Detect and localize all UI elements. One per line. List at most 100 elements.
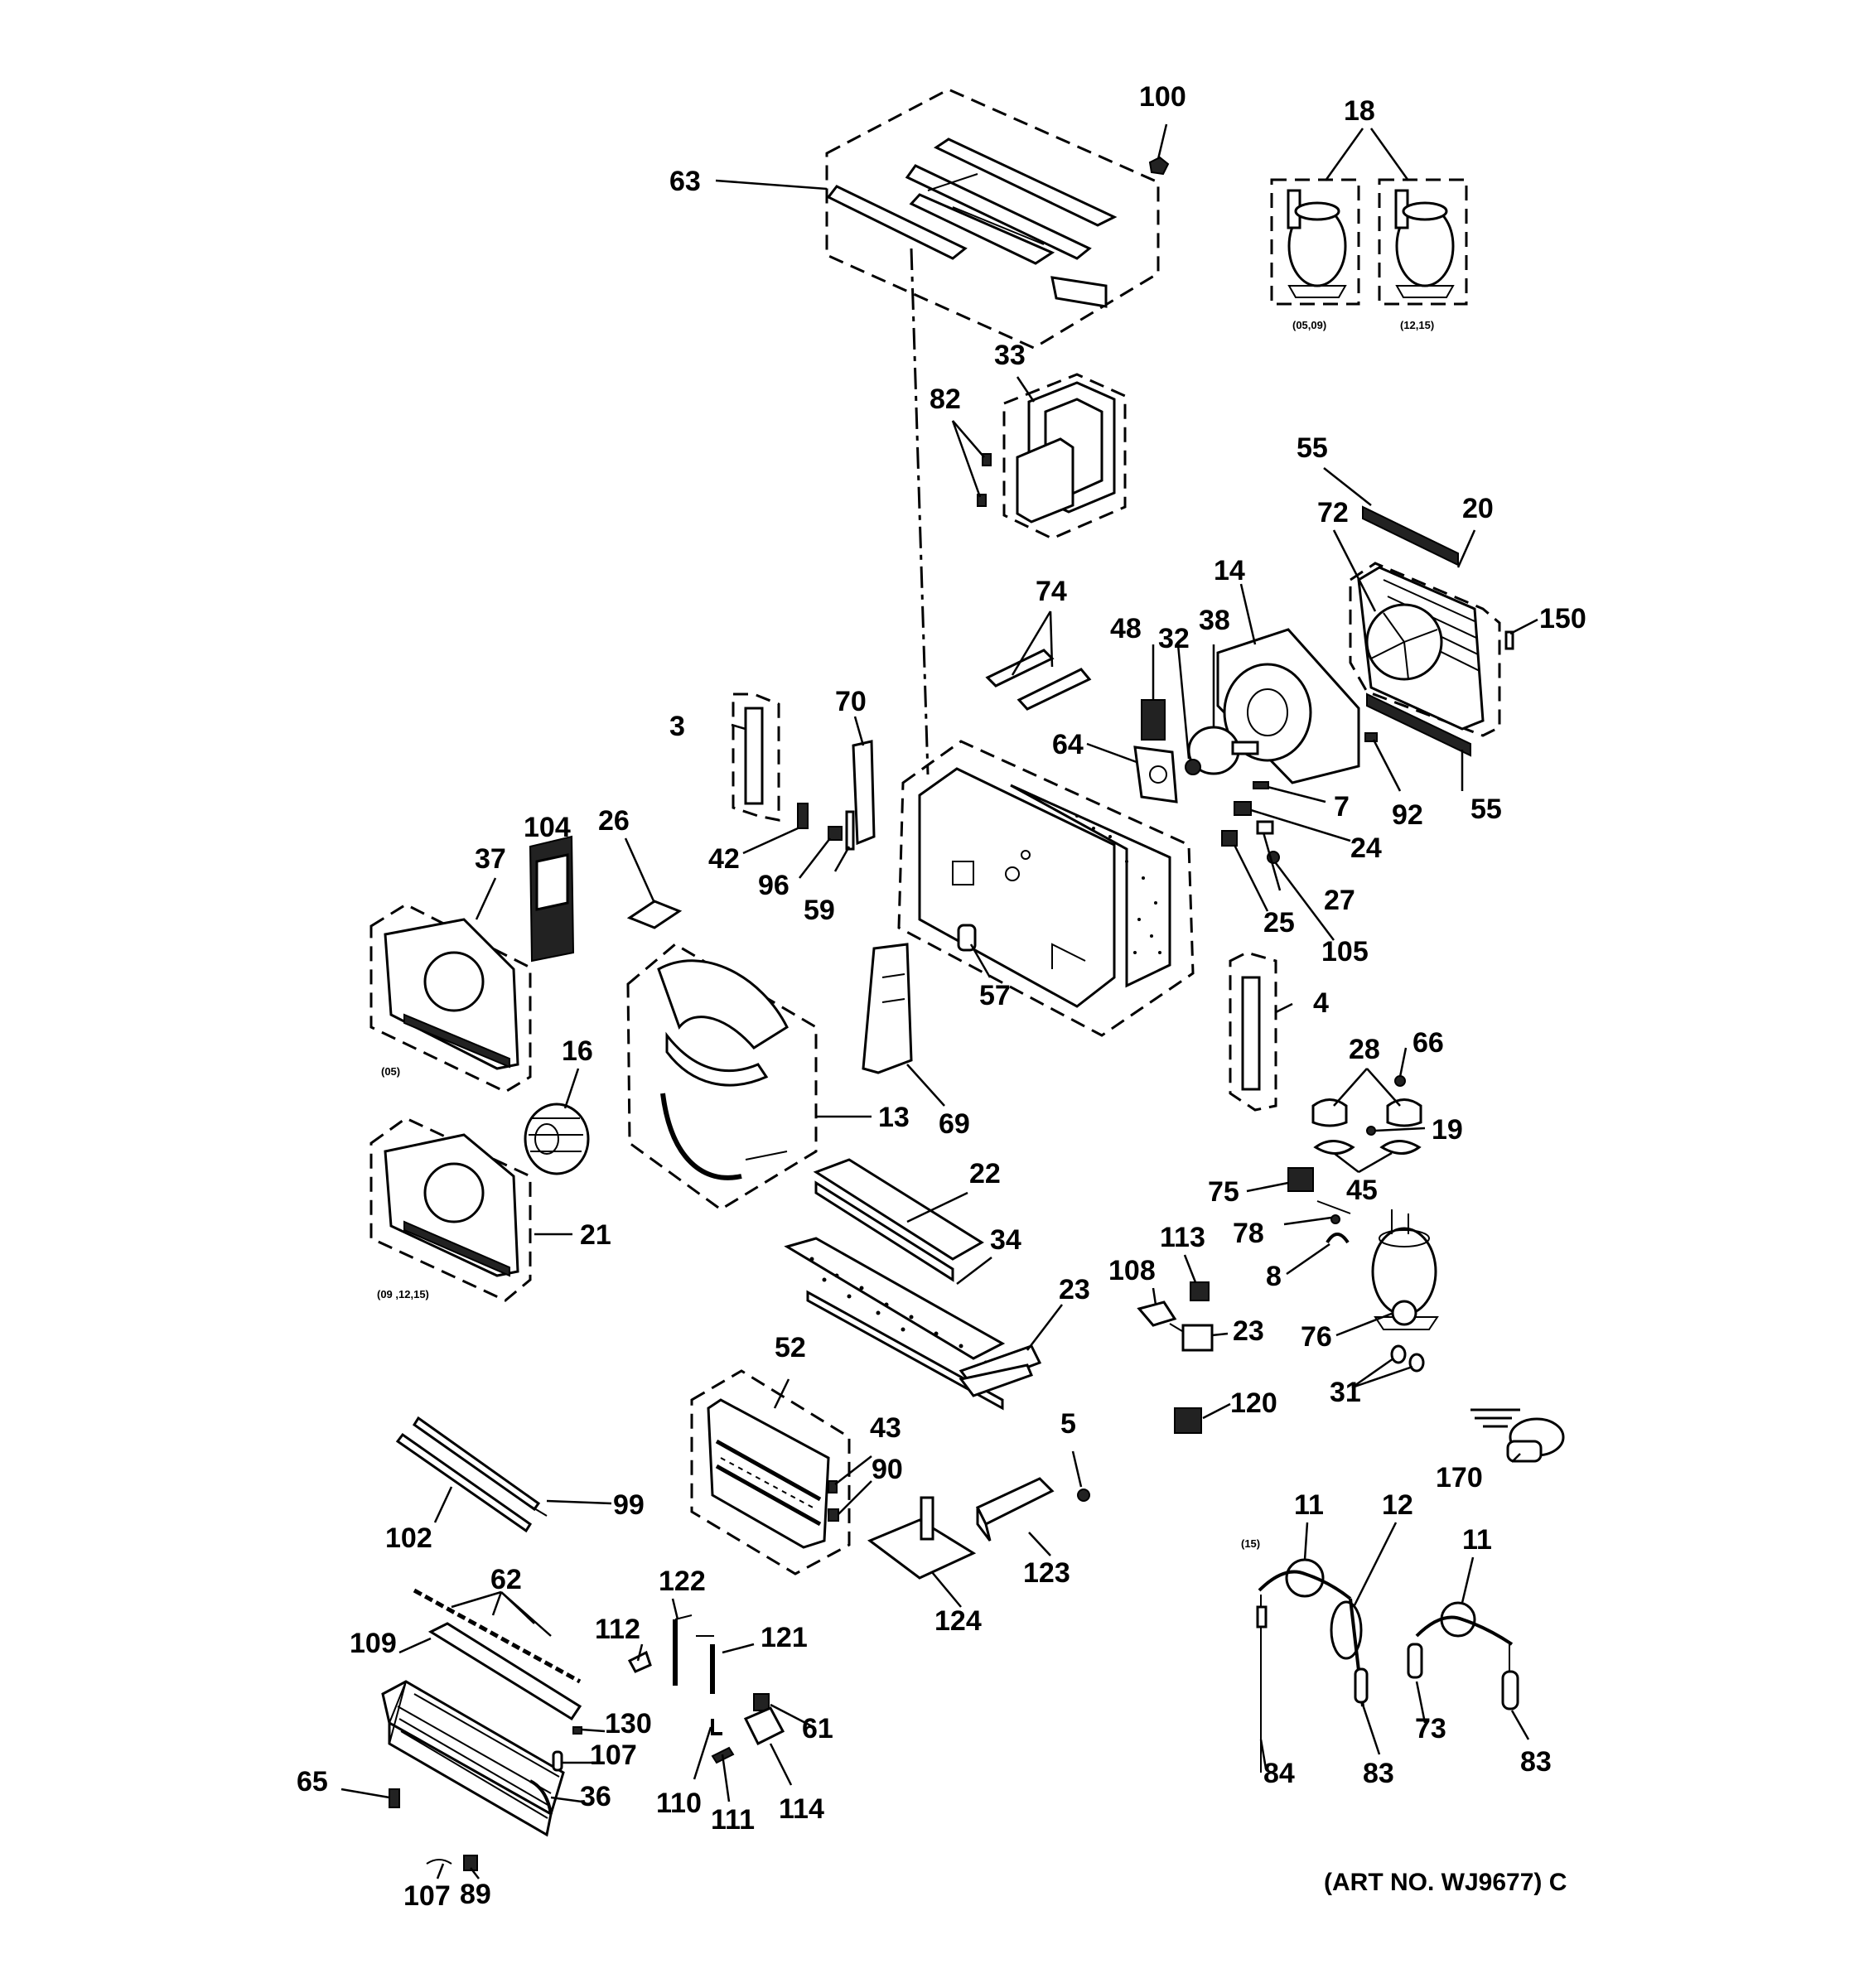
scroll-part-21 [369,1117,532,1302]
label-74: 74 [1036,576,1067,607]
label-31: 31 [1330,1377,1361,1408]
label-82: 82 [930,384,961,415]
label-84: 84 [1263,1758,1295,1789]
note-compressor-left: (05,09) [1292,319,1326,331]
label-38: 38 [1199,605,1230,636]
label-20: 20 [1462,493,1494,524]
label-3: 3 [669,711,685,742]
label-107: 107 [590,1740,637,1771]
label-72: 72 [1317,497,1349,528]
label-37: 37 [475,843,506,875]
label-108: 108 [1108,1255,1156,1286]
label-66: 66 [1412,1027,1444,1059]
label-43: 43 [870,1412,901,1444]
label-23: 23 [1233,1315,1264,1347]
label-26: 26 [598,805,630,837]
label-69: 69 [939,1108,970,1140]
label-78: 78 [1233,1218,1264,1249]
label-4: 4 [1313,987,1329,1019]
label-76: 76 [1301,1321,1332,1353]
label-92: 92 [1392,799,1423,831]
label-150: 150 [1539,603,1586,635]
label-110: 110 [656,1788,702,1819]
label-61: 61 [802,1713,833,1744]
blower-wheel-part-16 [524,1103,590,1175]
label-5: 5 [1060,1408,1076,1440]
base-pan-assembly [897,740,1195,1037]
label-14: 14 [1214,555,1245,586]
label-112: 112 [595,1614,640,1645]
bracket-part-69 [862,943,913,1074]
electrical-parts-108-113-23 [1137,1281,1214,1434]
label-70: 70 [835,686,867,717]
label-24: 24 [1350,832,1382,864]
plate-part-26 [626,900,683,929]
label-170: 170 [1436,1462,1483,1493]
label-59: 59 [804,895,835,926]
label-111: 111 [711,1804,755,1836]
label-107: 107 [403,1880,451,1912]
label-12: 12 [1382,1489,1413,1521]
strips-99-102 [395,1416,548,1533]
label-28: 28 [1349,1034,1380,1065]
screw-part-100 [1148,156,1170,176]
condenser-assembly [1185,505,1514,784]
label-22: 22 [969,1158,1001,1189]
label-130: 130 [605,1708,652,1740]
label-57: 57 [979,980,1011,1011]
label-123: 123 [1023,1557,1070,1589]
grommets-part-31 [1390,1344,1425,1373]
scroll-part-37 [369,903,532,1093]
rails-part-74 [985,649,1092,711]
label-64: 64 [1052,729,1084,760]
label-36: 36 [580,1781,611,1812]
label-16: 16 [562,1035,593,1067]
label-18: 18 [1344,95,1375,127]
label-55: 55 [1470,794,1502,825]
label-83: 83 [1363,1758,1394,1789]
label-33: 33 [994,340,1026,371]
label-42: 42 [708,843,740,875]
label-19: 19 [1432,1114,1463,1146]
rails-62-109 [413,1588,582,1721]
label-73: 73 [1415,1713,1446,1744]
heater-part-52 [690,1369,851,1575]
label-109: 109 [350,1628,397,1659]
art-number: (ART NO. WJ9677) C [1324,1869,1567,1896]
label-113: 113 [1160,1222,1205,1253]
hose-part-170 [1470,1408,1565,1463]
label-27: 27 [1324,885,1355,916]
brackets-123-124 [867,1477,1090,1580]
label-62: 62 [490,1564,522,1595]
variant-notes: (05,09) (12,15) (05) (09 ,12,15) (15) [377,319,1434,1550]
small-parts-130-107-65-89 [389,1726,582,1871]
label-102: 102 [385,1522,432,1554]
evaporator-part-36 [381,1680,565,1837]
label-104: 104 [524,812,571,843]
label-96: 96 [758,870,790,901]
bars-22-34 [784,1158,1042,1411]
label-21: 21 [580,1219,611,1251]
control-parts-4 [1229,951,1422,1155]
note-scroll-05: (05) [381,1065,400,1078]
compressor-wiring-75-78-8 [1287,1167,1351,1244]
callout-labels: 100 18 63 33 82 55 20 72 14 150 74 48 32… [297,81,1586,1912]
label-105: 105 [1321,936,1369,967]
top-cover-assembly [825,88,1160,350]
grommet-part-57 [957,924,977,952]
label-8: 8 [1266,1261,1282,1292]
label-120: 120 [1230,1387,1277,1419]
screws-part-82 [977,453,992,507]
label-48: 48 [1110,613,1142,644]
label-124: 124 [934,1605,982,1637]
filter-part-104 [529,835,575,963]
note-tubing-15: (15) [1241,1537,1260,1550]
leader-lines [340,123,1538,1879]
compressor-part-76 [1371,1209,1439,1330]
blower-housing-part-13 [626,943,818,1211]
label-25: 25 [1263,907,1295,939]
label-52: 52 [775,1332,806,1363]
control-bracket-48-64 [1133,699,1178,803]
small-parts-7-24-25-27-105 [1221,781,1280,864]
